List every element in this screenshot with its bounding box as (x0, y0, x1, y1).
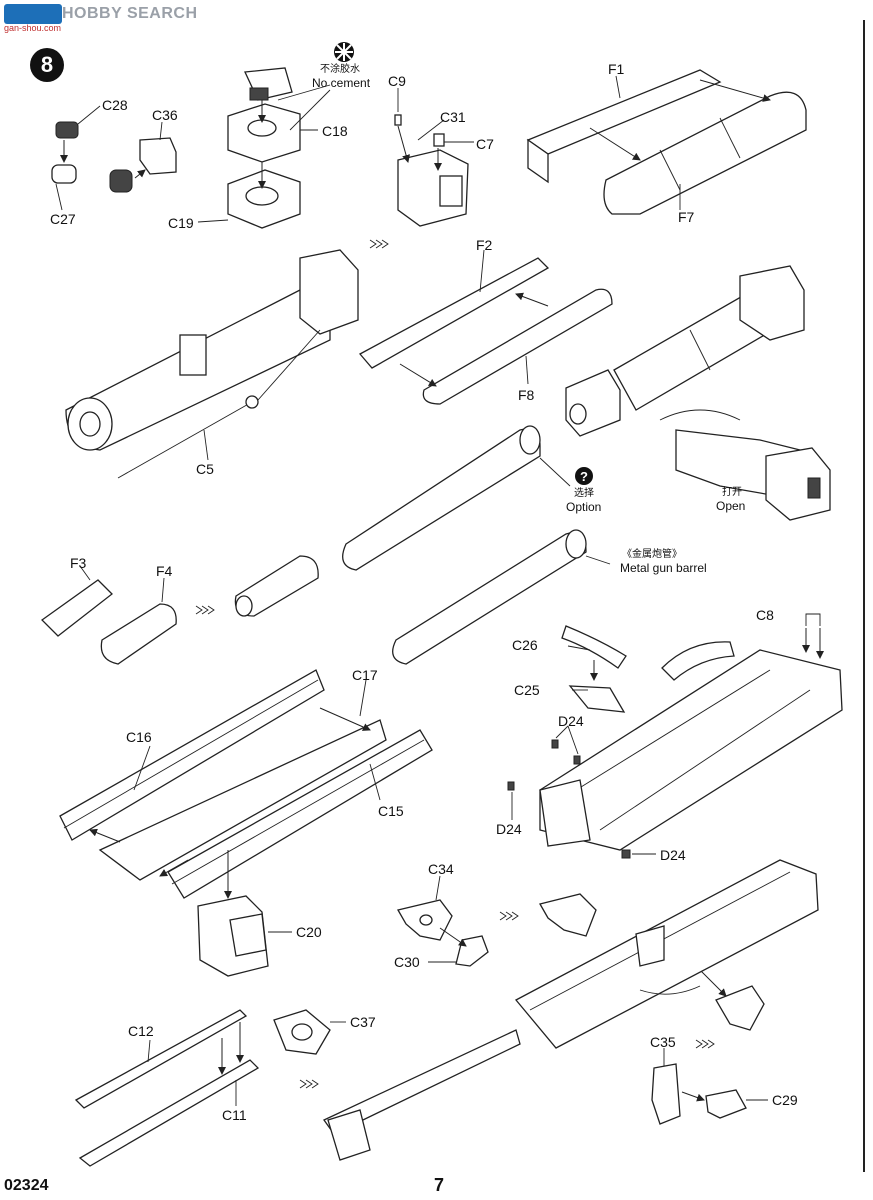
label-c7: C7 (476, 136, 494, 152)
option-note-cn: 选择 (574, 488, 594, 499)
part-c28-c27-assembly (51, 105, 101, 211)
label-d24-top: D24 (558, 713, 584, 729)
label-f1: F1 (608, 61, 625, 77)
label-c34: C34 (428, 861, 454, 877)
part-c20 (197, 850, 292, 977)
label-d24-left: D24 (496, 821, 522, 837)
part-f3-f4-assembly (40, 565, 215, 665)
part-metal-gun-barrel (392, 529, 611, 665)
watermark-site: gan-shou.com (4, 23, 62, 33)
label-c36: C36 (152, 107, 178, 123)
part-c36-assembly (109, 121, 177, 193)
part-c35-c29-assembly (651, 1039, 768, 1125)
watermark-logo (4, 4, 62, 24)
label-f2: F2 (476, 237, 493, 253)
label-c5: C5 (196, 461, 214, 477)
part-spade-mount (539, 893, 765, 1031)
metal-barrel-note-cn: 《金属炮管》 (622, 549, 682, 560)
part-f2-f8-assembly (358, 249, 613, 405)
page-number: 7 (434, 1175, 445, 1195)
watermark-brand: HOBBY SEARCH (62, 5, 198, 22)
part-c34-c30-assembly (397, 875, 519, 967)
label-c37: C37 (350, 1014, 376, 1030)
label-c12: C12 (128, 1023, 154, 1039)
label-c30: C30 (394, 954, 420, 970)
no-cement-icon (334, 42, 354, 62)
option-note-en: Option (566, 500, 602, 514)
label-c15: C15 (378, 803, 404, 819)
label-c18: C18 (322, 123, 348, 139)
label-f4: F4 (156, 563, 173, 579)
step-number: 8 (40, 52, 54, 77)
label-d24-right: D24 (660, 847, 686, 863)
part-c5-assembly (65, 249, 359, 479)
label-c16: C16 (126, 729, 152, 745)
label-c25: C25 (514, 682, 540, 698)
label-c29: C29 (772, 1092, 798, 1108)
part-lower-trail (323, 859, 819, 1161)
label-c31: C31 (440, 109, 466, 125)
svg-text:?: ? (580, 469, 588, 484)
open-note-en: Open (716, 499, 746, 513)
part-c26-c25-assembly (561, 625, 627, 713)
option-icon: ? (575, 467, 593, 485)
label-f3: F3 (70, 555, 87, 571)
part-breech-cradle (565, 265, 805, 437)
label-f8: F8 (518, 387, 535, 403)
part-c9-c31-c7-assembly (394, 88, 474, 227)
label-c8: C8 (756, 607, 774, 623)
part-lower-carriage (507, 649, 843, 859)
label-c20: C20 (296, 924, 322, 940)
part-f1-f7-assembly (526, 69, 807, 215)
label-c28: C28 (102, 97, 128, 113)
part-c8 (802, 613, 824, 659)
metal-barrel-note-en: Metal gun barrel (620, 561, 707, 575)
open-breech-detail (659, 409, 831, 521)
step-badge: 8 (30, 48, 64, 82)
part-traverse-gear (661, 641, 735, 681)
label-c9: C9 (388, 73, 406, 89)
label-c26: C26 (512, 637, 538, 653)
open-note-cn: 打开 (722, 487, 742, 498)
part-gun-barrel-option (342, 425, 571, 571)
label-c19: C19 (168, 215, 194, 231)
label-f7: F7 (678, 209, 695, 225)
label-c27: C27 (50, 211, 76, 227)
part-c15-c16-c17-assembly (59, 669, 433, 899)
label-c11: C11 (222, 1107, 247, 1123)
part-muzzle-brake-assembled (234, 555, 319, 617)
no-cement-note-cn: 不涂胶水 (320, 64, 360, 75)
no-cement-note-en: No cement (312, 76, 371, 90)
label-c17: C17 (352, 667, 378, 683)
kit-number: 02324 (4, 1177, 49, 1194)
label-c35: C35 (650, 1034, 676, 1050)
part-c11-c12-assembly (74, 1009, 346, 1167)
page-frame (20, 20, 865, 1172)
arrow-step-a (369, 239, 389, 249)
part-c18-c19-assembly (197, 67, 331, 229)
